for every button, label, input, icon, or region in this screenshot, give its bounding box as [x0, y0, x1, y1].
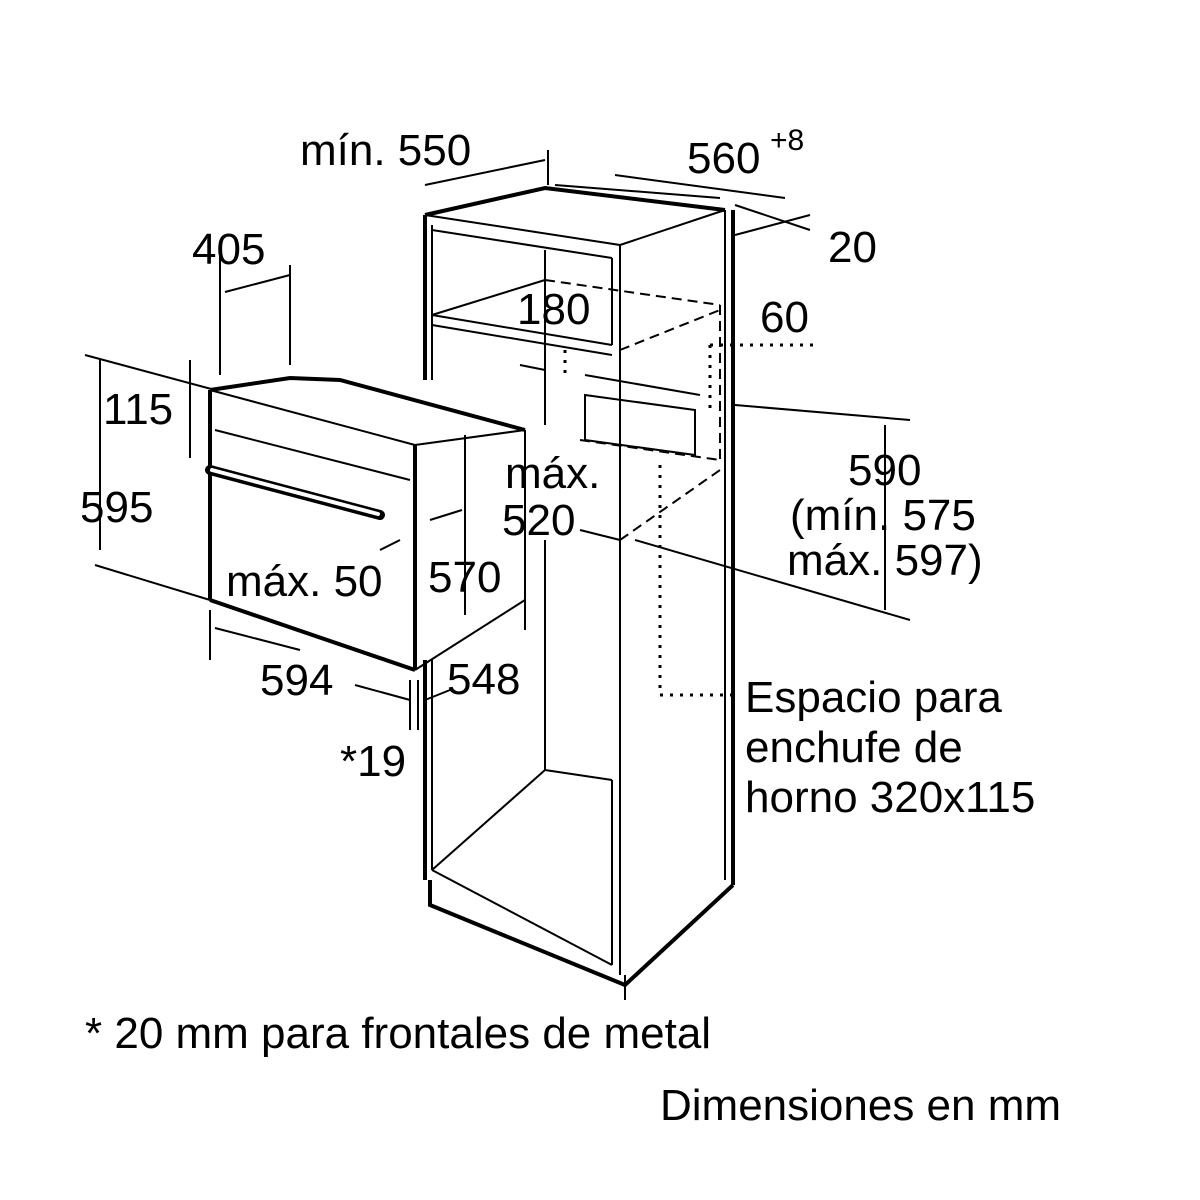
socket-space [584, 393, 696, 457]
label-180: 180 [517, 285, 590, 334]
label-405: 405 [192, 225, 265, 274]
footnote: * 20 mm para frontales de metal [85, 1009, 711, 1058]
label-19: *19 [340, 737, 406, 786]
label-594: 594 [260, 656, 333, 705]
label-548: 548 [447, 655, 520, 704]
label-20: 20 [828, 223, 877, 272]
label-570: 570 [428, 553, 501, 602]
label-560: 560 [687, 134, 760, 183]
label-520: 520 [502, 496, 575, 545]
label-595: 595 [80, 483, 153, 532]
tall-cabinet [423, 185, 735, 1000]
label-560-tolerance: +8 [770, 124, 804, 157]
label-min-550: mín. 550 [300, 126, 471, 175]
label-max-50: máx. 50 [226, 557, 383, 606]
label-min-575: (mín. 575 [790, 491, 976, 540]
dimension-lines [84, 150, 911, 730]
units-note: Dimensiones en mm [660, 1081, 1061, 1130]
socket-note-line1: Espacio para [745, 673, 1002, 722]
label-max-597: máx. 597) [787, 536, 983, 585]
label-60: 60 [760, 293, 809, 342]
label-590: 590 [848, 446, 921, 495]
label-max: máx. [505, 449, 600, 498]
socket-note-line2: enchufe de [745, 723, 963, 772]
oven [205, 375, 526, 672]
oven-handle [205, 465, 385, 520]
socket-note-line3: horno 320x115 [745, 773, 1035, 822]
label-115: 115 [103, 385, 173, 434]
